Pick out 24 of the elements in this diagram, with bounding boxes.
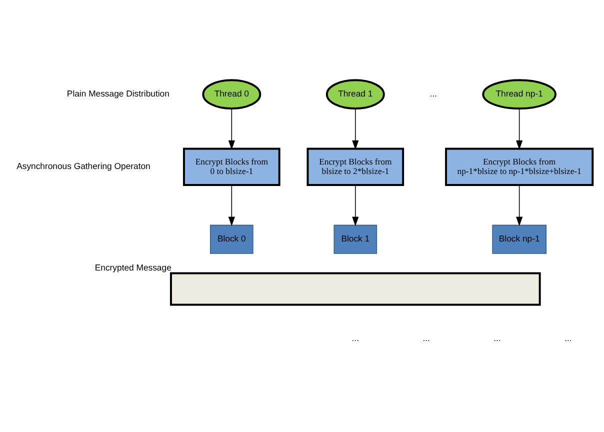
label: ... xyxy=(494,332,501,342)
label: ... xyxy=(422,332,430,342)
node-label: Encrypted Message xyxy=(94,262,172,272)
arrow xyxy=(228,108,235,150)
node-box: Block np-1 xyxy=(492,224,547,254)
node-box: Block 0 xyxy=(210,224,254,254)
node-ellipse: Thread 0 xyxy=(202,78,262,109)
node-box: Block 1 xyxy=(334,224,378,254)
node-bar xyxy=(170,272,541,306)
node-box: Encrypt Blocks from np-1*blsize to np-1*blsize+blsize-1 xyxy=(445,147,594,186)
node-box: Encrypt Blocks from blsize to 2*blsize-1 xyxy=(306,147,404,186)
arrow xyxy=(352,108,359,150)
arrow xyxy=(352,184,359,226)
label: Asynchronous Gathering Operaton xyxy=(16,160,150,171)
label: ... xyxy=(430,88,438,98)
arrow xyxy=(516,184,523,226)
arrow xyxy=(228,184,235,226)
node-ellipse: Thread 1 xyxy=(326,78,385,109)
node-box: Encrypt Blocks from 0 to blsize-1 xyxy=(182,147,280,186)
label: Plain Message Distribution xyxy=(66,88,170,98)
label: ... xyxy=(352,332,360,342)
arrow xyxy=(516,108,523,150)
label: ... xyxy=(564,332,572,342)
node-ellipse: Thread np-1 xyxy=(482,78,556,109)
